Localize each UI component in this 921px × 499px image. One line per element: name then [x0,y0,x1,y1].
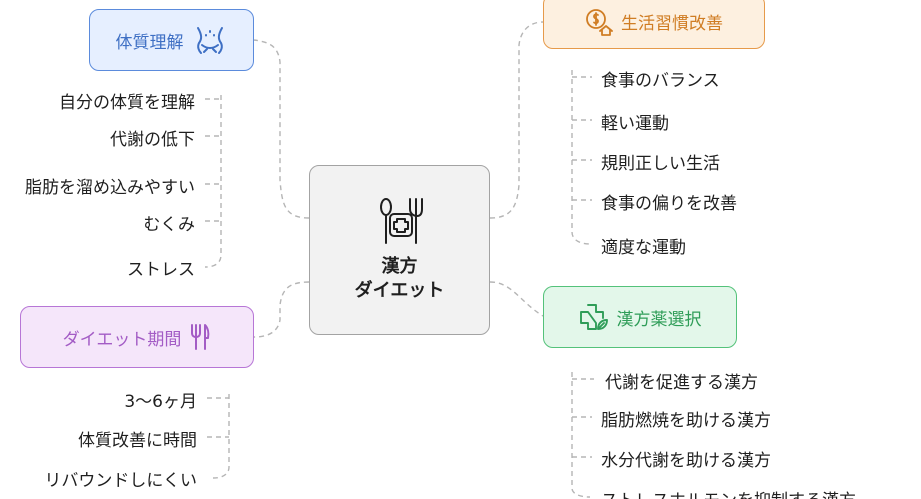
center-title-line1: 漢方 [381,256,418,277]
leaf-diet-1: 3〜6ヶ月 [124,392,197,412]
leaf-herb-4: ストレスホルモンを抑制する漢方 [601,486,856,499]
branch-label-lifestyle: 生活習慣改善 [621,14,723,34]
connector-center-body [253,39,310,219]
connector-center-herb [489,281,544,317]
leaf-body-5: ストレス [127,260,195,280]
center-title-line2: ダイエット [354,280,445,301]
center-node[interactable]: 漢方 ダイエット [309,165,490,335]
connector-herb-spine [571,372,591,498]
leaf-life-1: 食事のバランス [601,71,720,91]
leaf-body-1: 自分の体質を理解 [59,93,195,113]
branch-label-body: 体質理解 [115,32,184,53]
leaf-herb-3: 水分代謝を助ける漢方 [601,451,771,471]
fork-spoon-health-icon [379,198,423,244]
connector-body-spine [204,95,222,268]
leaf-body-2: 代謝の低下 [110,130,195,150]
leaf-life-4: 食事の偏りを改善 [601,194,737,214]
branch-node-lifestyle[interactable]: 生活習慣改善 [543,0,765,49]
branch-label-herbal: 漢方薬選択 [616,309,702,330]
leaf-body-3: 脂肪を溜め込みやすい [25,178,195,198]
connector-diet-spine [212,394,230,479]
leaf-herb-1: 代謝を促進する漢方 [605,373,758,393]
leaf-diet-3: リバウンドしにくい [44,471,197,491]
leaf-life-3: 規則正しい生活 [601,154,720,174]
connector-life-spine [571,70,591,245]
body-figure-icon [196,27,223,54]
leaf-diet-2: 体質改善に時間 [78,431,197,451]
herbal-cross-icon [579,304,608,330]
leaf-herb-2: 脂肪燃焼を助ける漢方 [601,411,771,431]
utensils-icon [191,324,210,350]
leaf-life-2: 軽い運動 [601,114,669,134]
connector-center-life [489,21,544,219]
connector-center-diet [253,281,310,338]
branch-node-diet[interactable]: ダイエット期間 [20,306,254,368]
branch-node-body[interactable]: 体質理解 [89,9,254,71]
leaf-life-5: 適度な運動 [601,238,686,258]
leaf-body-4: むくみ [143,215,195,235]
money-home-icon [586,8,613,36]
branch-label-diet: ダイエット期間 [62,329,182,350]
branch-node-herbal[interactable]: 漢方薬選択 [543,286,737,348]
